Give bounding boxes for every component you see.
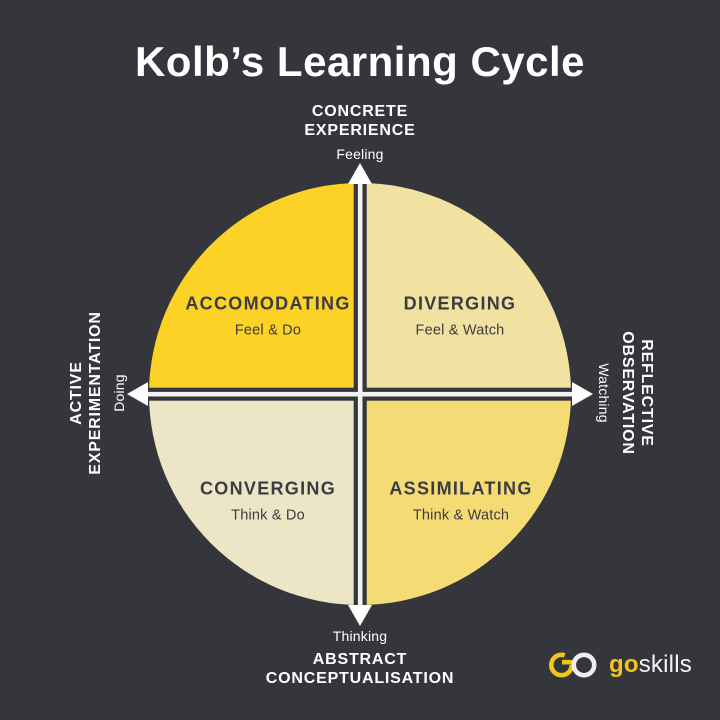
quadrant-assimilating-shape bbox=[360, 394, 571, 605]
axis-vertical-line bbox=[357, 182, 363, 606]
quadrant-label-assimilating: ASSIMILATING Think & Watch bbox=[389, 479, 532, 524]
axis-right-sub: Watching bbox=[596, 363, 612, 423]
quadrant-converging-sub: Think & Do bbox=[231, 507, 305, 524]
arrow-right-icon bbox=[572, 382, 593, 406]
axis-top-title-line1: CONCRETE bbox=[311, 103, 409, 120]
quadrant-accommodating-shape bbox=[149, 183, 360, 394]
quadrant-diverging-shape bbox=[360, 183, 571, 394]
quadrant-assimilating-sub: Think & Watch bbox=[412, 507, 510, 524]
axis-label-abstract-conceptualisation: Thinking ABSTRACT CONCEPTUALISATION bbox=[266, 628, 454, 688]
axis-top-sub: Feeling bbox=[336, 146, 384, 162]
arrow-up-icon bbox=[348, 163, 372, 184]
quadrant-converging-name: CONVERGING bbox=[199, 478, 337, 499]
logo-g-ring bbox=[549, 652, 574, 678]
quadrant-accommodating-sub: Feel & Do bbox=[234, 322, 302, 339]
axis-label-active-experimentation: ACTIVE EXPERIMENTATION Doing bbox=[67, 311, 127, 474]
axis-left-title-line2: EXPERIMENTATION bbox=[87, 311, 104, 475]
logo-text-go: go bbox=[609, 651, 639, 678]
logo-o-ring bbox=[571, 652, 597, 678]
axis-top-title-line2: EXPERIENCE bbox=[304, 122, 416, 139]
axis-right-title-line2: OBSERVATION bbox=[619, 331, 636, 455]
arrow-left-icon bbox=[127, 382, 148, 406]
axis-label-reflective-observation: REFLECTIVE OBSERVATION Watching bbox=[596, 331, 656, 454]
quadrant-diverging-name: DIVERGING bbox=[403, 293, 517, 314]
quadrant-label-accommodating: ACCOMODATING Feel & Do bbox=[185, 294, 350, 339]
arrow-down-icon bbox=[348, 605, 372, 626]
axis-bottom-title-line1: ABSTRACT bbox=[312, 651, 408, 668]
quadrant-converging-shape bbox=[149, 394, 360, 605]
logo-text-skills: skills bbox=[638, 651, 692, 678]
quadrant-assimilating-name: ASSIMILATING bbox=[389, 478, 533, 499]
quadrant-label-diverging: DIVERGING Feel & Watch bbox=[404, 294, 517, 339]
goskills-logo-text: goskills bbox=[609, 646, 692, 684]
axis-label-concrete-experience: CONCRETE EXPERIENCE Feeling bbox=[304, 102, 415, 162]
page-title: Kolb’s Learning Cycle bbox=[134, 38, 586, 85]
quadrant-label-converging: CONVERGING Think & Do bbox=[200, 479, 336, 524]
goskills-logo-icon bbox=[549, 652, 597, 678]
axis-bottom-title-line2: CONCEPTUALISATION bbox=[265, 670, 455, 687]
goskills-logo: goskills bbox=[548, 646, 692, 684]
axis-left-title-line1: ACTIVE bbox=[68, 361, 85, 425]
quadrant-diverging-sub: Feel & Watch bbox=[415, 322, 505, 339]
axis-left-sub: Doing bbox=[111, 374, 127, 412]
axis-bottom-sub: Thinking bbox=[332, 628, 388, 644]
axis-right-title-line1: REFLECTIVE bbox=[638, 339, 655, 447]
quadrant-accommodating-name: ACCOMODATING bbox=[185, 293, 351, 314]
